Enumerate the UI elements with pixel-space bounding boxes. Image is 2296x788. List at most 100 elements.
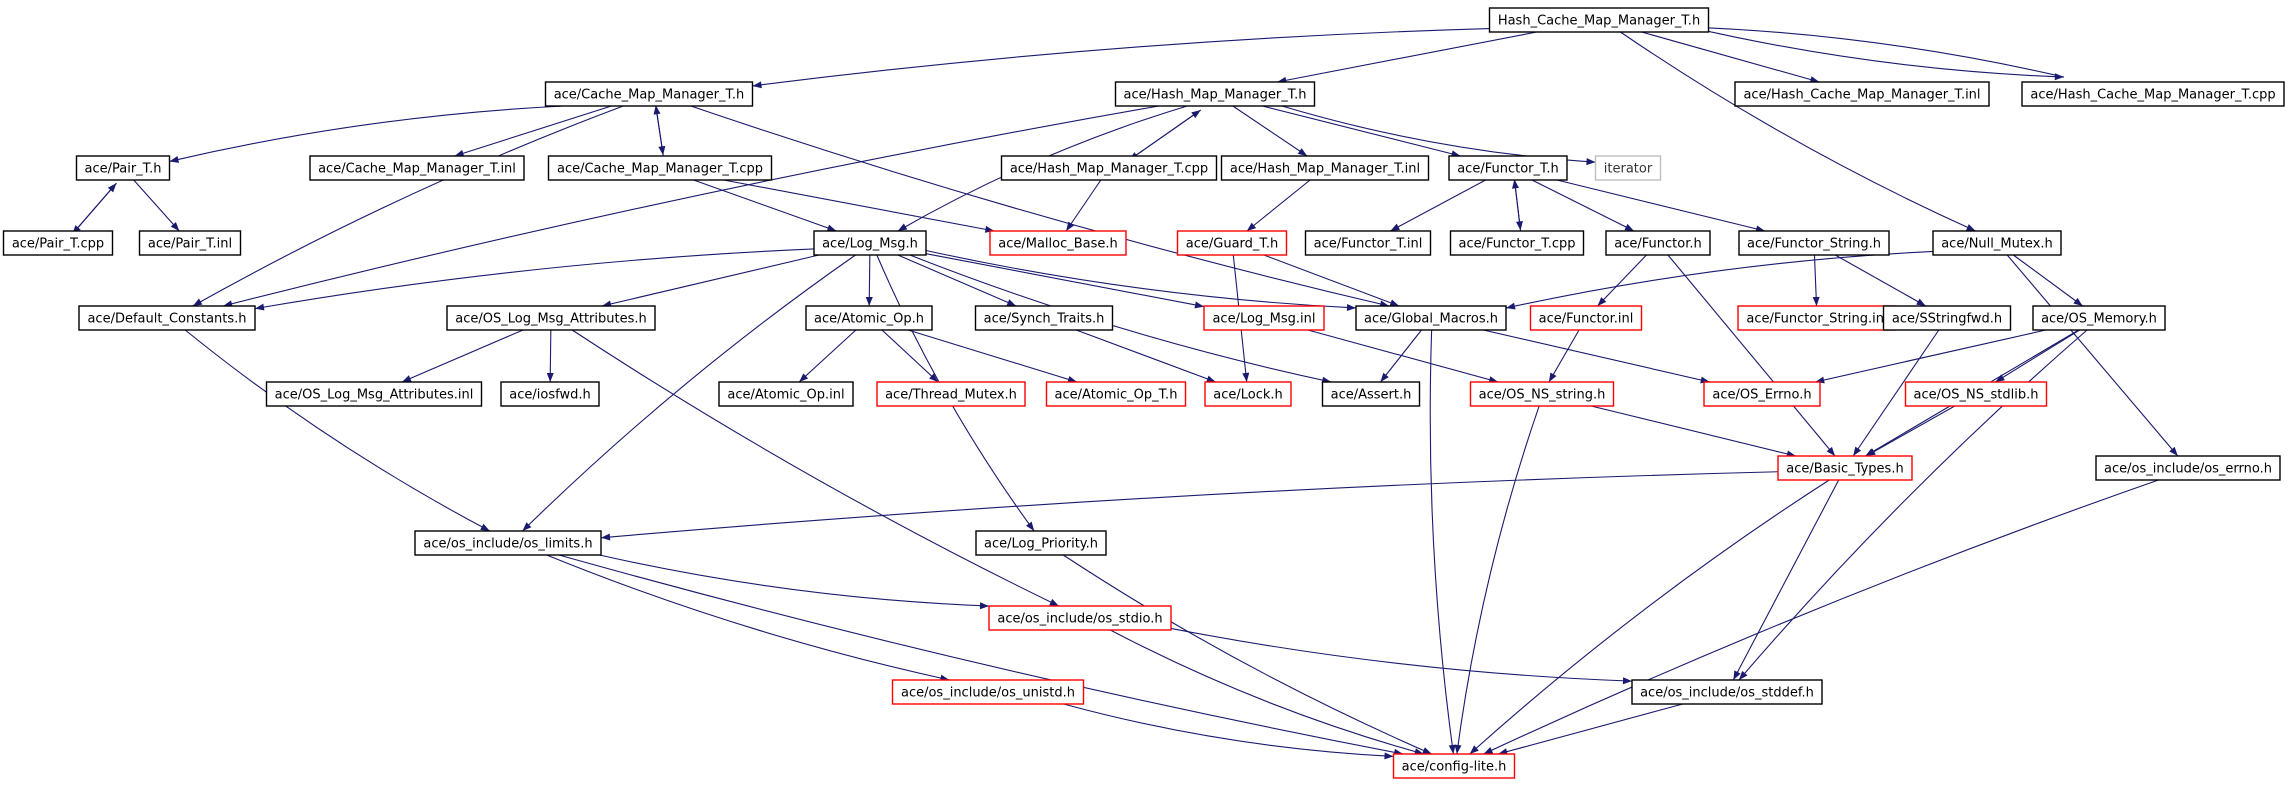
node-os_unistd[interactable]: ace/os_include/os_unistd.h: [891, 679, 1085, 705]
node-functor_string_inl[interactable]: ace/Functor_String.inl: [1737, 305, 1897, 331]
node-lock_h[interactable]: ace/Lock.h: [1204, 381, 1292, 407]
node-box: [1392, 753, 1516, 779]
node-label: ace/Hash_Map_Manager_T.cpp: [1010, 162, 1208, 177]
edge-atomic_op_h-to-thread_mutex: [881, 329, 939, 383]
node-os_log_attr_inl[interactable]: ace/OS_Log_Msg_Attributes.inl: [265, 381, 483, 407]
node-functor_t_h[interactable]: ace/Functor_T.h: [1448, 155, 1568, 181]
node-box: [547, 155, 773, 181]
node-os_stdio[interactable]: ace/os_include/os_stdio.h: [988, 605, 1172, 631]
node-default_const[interactable]: ace/Default_Constants.h: [78, 305, 256, 331]
node-log_priority[interactable]: ace/Log_Priority.h: [975, 530, 1107, 556]
arrowhead-log_msg_h-to-atomic_op_h: [865, 296, 873, 306]
edge-os_ns_string-to-config_lite: [1456, 405, 1540, 755]
node-label: ace/Global_Macros.h: [1364, 312, 1498, 327]
node-label: ace/Hash_Map_Manager_T.inl: [1230, 162, 1420, 177]
node-functor_t_cpp[interactable]: ace/Functor_T.cpp: [1449, 230, 1585, 256]
arrowhead-os_stdio-to-config_lite: [1414, 748, 1424, 755]
node-atomic_op_t[interactable]: ace/Atomic_Op_T.h: [1045, 381, 1187, 407]
node-label: ace/Log_Msg.h: [822, 237, 918, 252]
node-label: ace/Hash_Cache_Map_Manager_T.inl: [1743, 88, 1980, 103]
node-pair_h[interactable]: ace/Pair_T.h: [75, 155, 171, 181]
node-box: [1355, 305, 1507, 331]
arrowhead-cmm_cpp-to-log_msg_h: [826, 224, 837, 232]
node-iterator: iterator: [1594, 155, 1662, 181]
edge-os_unistd-to-config_lite: [1063, 703, 1394, 757]
edge-default_const-to-os_limits: [184, 329, 491, 532]
node-box: [78, 305, 256, 331]
node-log_msg_inl[interactable]: ace/Log_Msg.inl: [1203, 305, 1325, 331]
node-global_macros[interactable]: ace/Global_Macros.h: [1355, 305, 1507, 331]
edge-log_msg_h-to-log_msg_inl: [925, 253, 1205, 308]
arrowhead-functor_t_h-to-functor_h: [1624, 223, 1634, 231]
node-label: ace/os_include/os_limits.h: [423, 537, 592, 552]
arrowhead-functor_inl-to-os_ns_string: [1548, 372, 1557, 382]
edge-hmm_h-to-default_const: [223, 105, 1159, 307]
arrowhead-log_msg_h-to-os_limits: [522, 522, 532, 531]
node-hmm_cpp[interactable]: ace/Hash_Map_Manager_T.cpp: [1000, 155, 1218, 181]
node-cmm_cpp[interactable]: ace/Cache_Map_Manager_T.cpp: [547, 155, 773, 181]
edge-cmm_h-to-cmm_inl: [454, 105, 612, 157]
node-assert_h[interactable]: ace/Assert.h: [1321, 381, 1421, 407]
node-label: ace/OS_Errno.h: [1712, 388, 1811, 403]
node-config_lite[interactable]: ace/config-lite.h: [1392, 753, 1516, 779]
edge-root-to-cmm_h: [752, 27, 1490, 87]
node-os_log_attr[interactable]: ace/OS_Log_Msg_Attributes.h: [446, 305, 656, 331]
node-basic_types[interactable]: ace/Basic_Types.h: [1777, 455, 1913, 481]
arrowhead-null_mutex-to-global_macros: [1506, 302, 1516, 310]
node-thread_mutex[interactable]: ace/Thread_Mutex.h: [876, 381, 1026, 407]
edge-global_macros-to-config_lite: [1429, 329, 1454, 755]
node-atomic_op_inl[interactable]: ace/Atomic_Op.inl: [718, 381, 854, 407]
arrowhead-log_msg_h-to-global_macros: [1346, 304, 1356, 312]
node-iosfwd[interactable]: ace/iosfwd.h: [500, 381, 600, 407]
edge-null_mutex-to-global_macros: [1505, 250, 1934, 309]
node-os_include_errno[interactable]: ace/os_include/os_errno.h: [2095, 455, 2281, 481]
node-pair_cpp[interactable]: ace/Pair_T.cpp: [2, 230, 114, 256]
node-os_errno[interactable]: ace/OS_Errno.h: [1703, 381, 1821, 407]
node-log_msg_h[interactable]: ace/Log_Msg.h: [813, 230, 927, 256]
node-box: [1738, 230, 1890, 256]
node-cmm_h[interactable]: ace/Cache_Map_Manager_T.h: [544, 81, 754, 107]
node-os_stddef[interactable]: ace/os_include/os_stddef.h: [1631, 679, 1823, 705]
edge-root-to-hcmm_inl: [1641, 31, 1820, 83]
node-functor_inl[interactable]: ace/Functor.inl: [1529, 305, 1643, 331]
node-cmm_inl[interactable]: ace/Cache_Map_Manager_T.inl: [309, 155, 525, 181]
arrowhead-os_log_attr-to-os_log_attr_inl: [401, 375, 412, 382]
node-os_ns_string[interactable]: ace/OS_NS_string.h: [1469, 381, 1615, 407]
node-box: [1737, 305, 1897, 331]
edge-log_msg_inl-to-os_ns_string: [1307, 329, 1499, 383]
node-pair_inl[interactable]: ace/Pair_T.inl: [138, 230, 242, 256]
edge-root-to-hmm_h: [1277, 31, 1537, 83]
edge-log_msg_h-to-synch_traits: [897, 254, 1017, 307]
node-label: ace/os_include/os_unistd.h: [901, 686, 1075, 701]
edge-null_mutex-to-os_memory: [2012, 254, 2084, 307]
node-functor_t_inl[interactable]: ace/Functor_T.inl: [1304, 230, 1432, 256]
node-hcmm_inl[interactable]: ace/Hash_Cache_Map_Manager_T.inl: [1734, 81, 1990, 107]
node-malloc_base[interactable]: ace/Malloc_Base.h: [989, 230, 1127, 256]
edge-basic_types-to-os_limits: [600, 471, 1779, 539]
node-atomic_op_h[interactable]: ace/Atomic_Op.h: [805, 305, 933, 331]
node-hcmm_cpp[interactable]: ace/Hash_Cache_Map_Manager_T.cpp: [2021, 81, 2285, 107]
arrowhead-os_unistd-to-config_lite: [1384, 752, 1394, 760]
node-guard[interactable]: ace/Guard_T.h: [1176, 230, 1288, 256]
node-label: ace/os_include/os_stdio.h: [997, 612, 1162, 627]
node-box: [446, 305, 656, 331]
arrowhead-pair_cpp-to-pair_h: [107, 183, 117, 193]
node-label: ace/OS_Log_Msg_Attributes.inl: [275, 388, 474, 403]
edge-basic_types-to-os_stddef: [1732, 479, 1840, 681]
node-os_memory[interactable]: ace/OS_Memory.h: [2032, 305, 2166, 331]
node-sstringfwd[interactable]: ace/SStringfwd.h: [1882, 305, 2012, 331]
edge-os_ns_stdlib-to-basic_types: [1865, 405, 1956, 457]
node-hmm_inl[interactable]: ace/Hash_Map_Manager_T.inl: [1220, 155, 1430, 181]
node-box: [1204, 381, 1292, 407]
node-functor_h[interactable]: ace/Functor.h: [1605, 230, 1711, 256]
edge-os_include_errno-to-config_lite: [1483, 479, 2159, 755]
arrowhead-null_mutex-to-os_include_errno: [2169, 446, 2178, 456]
node-synch_traits[interactable]: ace/Synch_Traits.h: [974, 305, 1114, 331]
node-box: [1594, 155, 1662, 181]
node-null_mutex[interactable]: ace/Null_Mutex.h: [1932, 230, 2062, 256]
node-functor_string_h[interactable]: ace/Functor_String.h: [1738, 230, 1890, 256]
node-os_limits[interactable]: ace/os_include/os_limits.h: [414, 530, 602, 556]
node-hmm_h[interactable]: ace/Hash_Map_Manager_T.h: [1114, 81, 1316, 107]
node-os_ns_stdlib[interactable]: ace/OS_NS_stdlib.h: [1904, 381, 2048, 407]
edge-os_memory-to-os_errno: [1815, 329, 2046, 383]
